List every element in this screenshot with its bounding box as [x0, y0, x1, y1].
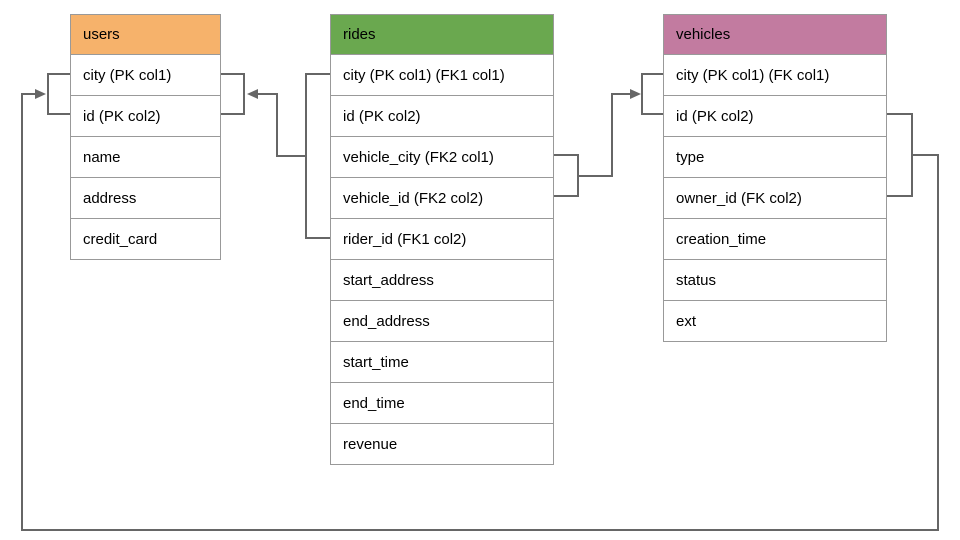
table-row: rider_id (FK1 col2)	[331, 218, 553, 259]
table-row: city (PK col1)	[71, 54, 220, 95]
table-header-vehicles: vehicles	[664, 15, 886, 54]
table-rides: rides city (PK col1) (FK1 col1)id (PK co…	[330, 14, 554, 465]
table-row: vehicle_city (FK2 col1)	[331, 136, 553, 177]
table-columns-rides: city (PK col1) (FK1 col1)id (PK col2)veh…	[331, 54, 553, 464]
connector-rides-to-vehicles	[553, 73, 663, 197]
table-row: credit_card	[71, 218, 220, 259]
table-row: end_time	[331, 382, 553, 423]
table-row: start_address	[331, 259, 553, 300]
table-header-rides: rides	[331, 15, 553, 54]
table-row: owner_id (FK col2)	[664, 177, 886, 218]
table-row: creation_time	[664, 218, 886, 259]
arrowhead-to-users-left	[35, 89, 46, 99]
table-row: start_time	[331, 341, 553, 382]
connector-rides-to-users	[220, 73, 330, 239]
arrowhead-to-vehicles-left	[630, 89, 641, 99]
table-vehicles: vehicles city (PK col1) (FK col1)id (PK …	[663, 14, 887, 342]
table-row: status	[664, 259, 886, 300]
table-row: id (PK col2)	[71, 95, 220, 136]
table-row: ext	[664, 300, 886, 341]
table-row: city (PK col1) (FK1 col1)	[331, 54, 553, 95]
arrowhead-to-users-right	[247, 89, 258, 99]
connector-vehicles-to-users	[21, 73, 939, 531]
table-row: name	[71, 136, 220, 177]
table-row: city (PK col1) (FK col1)	[664, 54, 886, 95]
table-row: vehicle_id (FK2 col2)	[331, 177, 553, 218]
table-row: end_address	[331, 300, 553, 341]
table-row: id (PK col2)	[664, 95, 886, 136]
table-row: revenue	[331, 423, 553, 464]
table-row: address	[71, 177, 220, 218]
table-row: id (PK col2)	[331, 95, 553, 136]
table-columns-vehicles: city (PK col1) (FK col1)id (PK col2)type…	[664, 54, 886, 341]
table-row: type	[664, 136, 886, 177]
table-header-users: users	[71, 15, 220, 54]
